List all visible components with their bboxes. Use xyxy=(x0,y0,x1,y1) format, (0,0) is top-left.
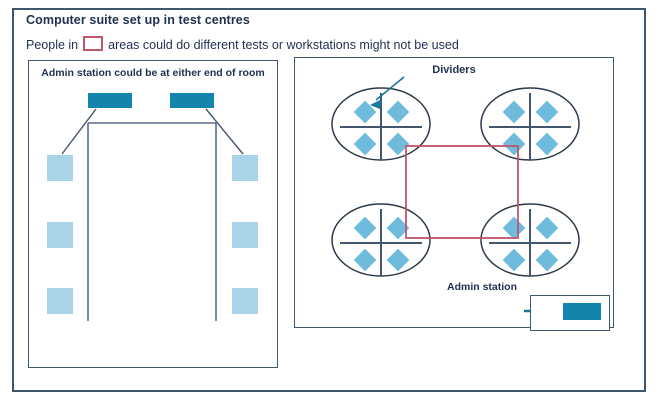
right-panel: Dividers xyxy=(294,57,614,328)
seat[interactable] xyxy=(535,248,559,272)
left-panel-figure xyxy=(47,93,258,321)
page-title: Computer suite set up in test centres xyxy=(26,13,250,27)
red-outline-square-icon xyxy=(83,36,104,51)
seat[interactable] xyxy=(353,100,377,124)
dividers-pointer-arrow xyxy=(370,76,405,109)
legend: People in areas could do different tests … xyxy=(26,36,459,52)
seat[interactable] xyxy=(502,248,526,272)
seat[interactable] xyxy=(502,132,526,156)
workstation[interactable] xyxy=(232,288,258,314)
pod-bottom-right[interactable] xyxy=(480,203,580,277)
seat[interactable] xyxy=(353,248,377,272)
admin-desk-left[interactable] xyxy=(88,93,132,108)
connector-left xyxy=(61,108,97,155)
seat[interactable] xyxy=(535,216,559,240)
seat[interactable] xyxy=(502,216,526,240)
seat[interactable] xyxy=(386,100,410,124)
left-panel: Admin station could be at either end of … xyxy=(28,60,278,368)
right-panel-title: Dividers xyxy=(432,64,476,76)
legend-prefix: People in xyxy=(26,38,79,52)
seat[interactable] xyxy=(535,132,559,156)
workstation[interactable] xyxy=(232,155,258,181)
workstation[interactable] xyxy=(47,288,73,314)
desk-rectangle-icon[interactable] xyxy=(563,303,601,320)
seat[interactable] xyxy=(502,100,526,124)
pod-bottom-left[interactable] xyxy=(331,203,431,277)
legend-suffix: areas could do different tests or workst… xyxy=(108,38,459,52)
left-panel-title: Admin station could be at either end of … xyxy=(41,67,265,79)
admin-desk-right[interactable] xyxy=(170,93,214,108)
workstation[interactable] xyxy=(232,222,258,248)
workstation[interactable] xyxy=(47,155,73,181)
admin-station-label: Admin station xyxy=(447,281,517,293)
pod-top-right[interactable] xyxy=(480,87,580,161)
seat[interactable] xyxy=(535,100,559,124)
seat[interactable] xyxy=(353,216,377,240)
workstation[interactable] xyxy=(47,222,73,248)
connector-right xyxy=(205,108,244,155)
seat[interactable] xyxy=(386,248,410,272)
highlight-area-rect xyxy=(405,145,519,239)
pod-top-left[interactable] xyxy=(331,87,431,161)
seat[interactable] xyxy=(353,132,377,156)
